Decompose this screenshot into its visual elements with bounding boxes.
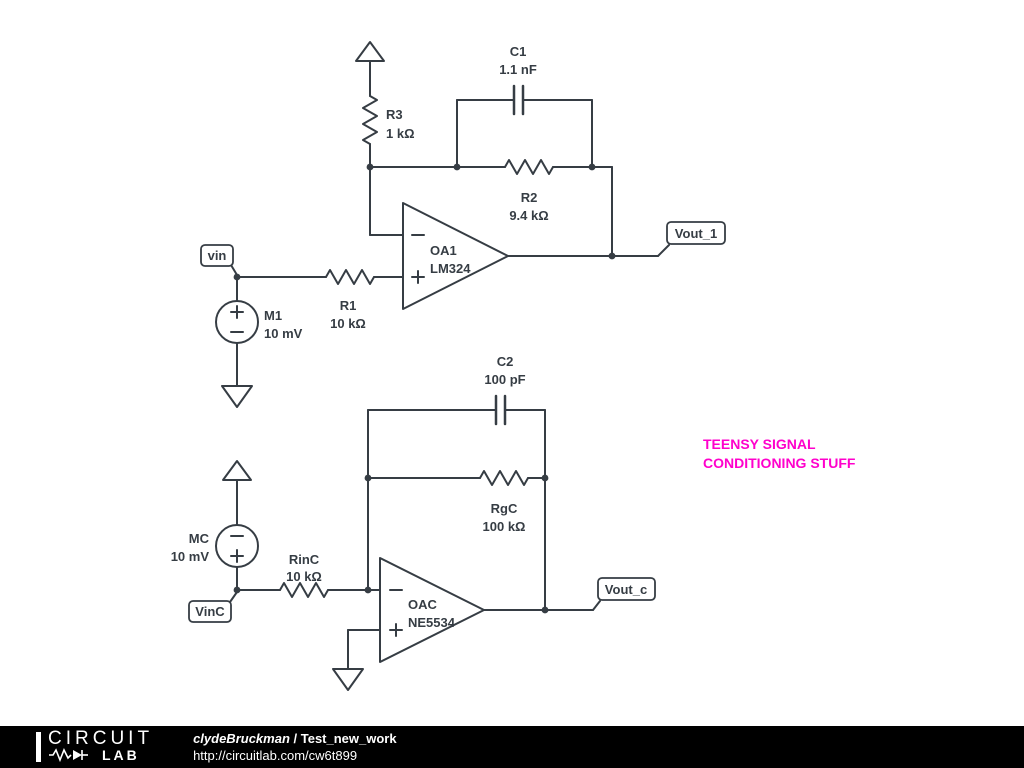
rinc-value-label: 10 kΩ <box>286 569 322 584</box>
footer-project-name: Test_new_work <box>300 731 397 746</box>
oac-plus-icon <box>389 623 403 637</box>
footer-separator: / <box>289 731 301 746</box>
vcc-arrow-bottom <box>222 460 252 481</box>
voutc-flag-label: Vout_c <box>605 582 647 597</box>
footer-url-link[interactable]: http://circuitlab.com/cw6t899 <box>193 748 358 763</box>
r2-name-label: R2 <box>521 190 538 205</box>
logo-bar <box>36 732 41 762</box>
vinc-flag-label: VinC <box>195 604 225 619</box>
vout1-flag-label: Vout_1 <box>675 226 717 241</box>
oa1-plus-icon <box>411 270 425 284</box>
logo-lab-row: LAB <box>48 747 153 763</box>
vcc-arrow-top <box>355 41 385 62</box>
mc-value-label: 10 mV <box>171 549 210 564</box>
footer-bar: CIRCUIT LAB clydeBruckman / Test_new_wor… <box>0 726 1024 768</box>
c1-value-label: 1.1 nF <box>499 62 537 77</box>
rgc-name-label: RgC <box>491 501 518 516</box>
vin-flag-label: vin <box>208 248 227 263</box>
capacitor-c1 <box>512 84 525 116</box>
resistor-r3 <box>362 95 378 145</box>
r1-value-label: 10 kΩ <box>330 316 366 331</box>
net-flag-voutc: Vout_c <box>597 577 656 601</box>
logo-text: CIRCUIT LAB <box>48 728 154 763</box>
junction-dots <box>233 163 616 614</box>
logo-waveform-diode-icon <box>49 748 88 762</box>
resistor-r1 <box>325 269 375 285</box>
capacitor-c2 <box>494 394 507 426</box>
resistor-rgc <box>479 470 529 486</box>
r3-value-label: 1 kΩ <box>386 126 415 141</box>
r2-value-label: 9.4 kΩ <box>509 208 548 223</box>
logo-lab-text: LAB <box>102 747 140 763</box>
resistor-rinc <box>279 582 329 598</box>
ground-symbol-top <box>221 385 253 408</box>
logo-circuit-text: CIRCUIT <box>48 728 154 749</box>
net-flag-vinc: VinC <box>188 600 232 623</box>
m1-value-label: 10 mV <box>264 326 303 341</box>
oa1-part-label: LM324 <box>430 261 471 276</box>
ground-symbol-bottom <box>332 668 364 691</box>
c2-name-label: C2 <box>497 354 514 369</box>
r3-name-label: R3 <box>386 107 403 122</box>
oa1-name-label: OA1 <box>430 243 457 258</box>
c2-value-label: 100 pF <box>484 372 525 387</box>
oac-name-label: OAC <box>408 597 438 612</box>
net-flag-vin: vin <box>200 244 234 267</box>
annotation-line2: CONDITIONING STUFF <box>703 455 856 471</box>
resistor-r2 <box>504 159 554 175</box>
footer-info: clydeBruckman / Test_new_work http://cir… <box>193 731 397 763</box>
mc-plus-icon <box>230 549 244 563</box>
top-circuit-wires <box>230 60 670 387</box>
oac-part-label: NE5534 <box>408 615 456 630</box>
circuitlab-logo[interactable]: CIRCUIT LAB <box>36 728 154 763</box>
rgc-value-label: 100 kΩ <box>483 519 526 534</box>
m1-name-label: M1 <box>264 308 282 323</box>
r1-name-label: R1 <box>340 298 357 313</box>
c1-name-label: C1 <box>510 44 527 59</box>
voltage-source-m1 <box>215 300 259 344</box>
m1-plus-icon <box>230 305 244 319</box>
schematic-canvas: vin Vout_1 VinC Vout_c R3 1 kΩ C1 1.1 nF… <box>171 41 856 691</box>
opamp-oac <box>379 557 485 663</box>
footer-title: clydeBruckman / Test_new_work <box>193 731 397 746</box>
mc-name-label: MC <box>189 531 210 546</box>
rinc-name-label: RinC <box>289 552 320 567</box>
annotation-line1: TEENSY SIGNAL <box>703 436 816 452</box>
opamp-oa1 <box>402 202 509 310</box>
footer-username: clydeBruckman <box>193 731 290 746</box>
net-flag-vout1: Vout_1 <box>666 221 726 245</box>
voltage-source-mc <box>215 524 259 568</box>
